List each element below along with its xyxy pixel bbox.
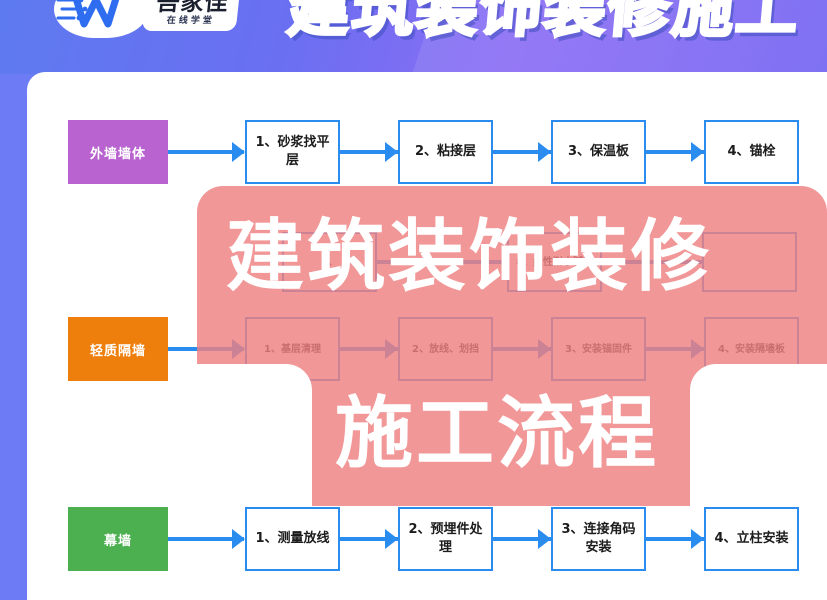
connector [493, 150, 551, 154]
overlay-title-line1: 建筑装饰装修 [226, 212, 713, 302]
connector [646, 537, 704, 541]
node-row1-step4[interactable]: 4、锚栓 [704, 120, 799, 184]
arrow-icon [691, 142, 704, 162]
category-light-partition[interactable]: 轻质隔墙 [68, 317, 168, 381]
node-row3-step1[interactable]: 1、测量放线 [245, 507, 340, 571]
arrow-icon [232, 529, 245, 549]
arrow-icon [538, 529, 551, 549]
arrow-icon [385, 529, 398, 549]
banner-headline: 建筑装饰装修施工 [283, 0, 804, 47]
node-row3-step3[interactable]: 3、连接角码安装 [551, 507, 646, 571]
overlay-title-line2: 施工流程 [335, 389, 660, 479]
connector [340, 537, 398, 541]
connector [168, 537, 244, 541]
arrow-icon [691, 529, 704, 549]
logo-brand-name: 吾家佳 [155, 0, 231, 16]
connector [340, 150, 398, 154]
node-row1-step1[interactable]: 1、砂浆找平层 [245, 120, 340, 184]
node-row3-step4[interactable]: 4、立柱安装 [704, 507, 799, 571]
arrow-icon [538, 142, 551, 162]
node-row1-step2[interactable]: 2、粘接层 [398, 120, 493, 184]
overlay-notch-left [197, 364, 312, 506]
logo-tagline: 在线学堂 [166, 16, 216, 27]
category-curtain-wall[interactable]: 幕墙 [68, 507, 168, 571]
arrow-icon [385, 142, 398, 162]
connector [493, 537, 551, 541]
w-letter-icon [56, 0, 120, 28]
logo-mark [50, 0, 152, 44]
connector [646, 150, 704, 154]
logo-wordmark: 吾家佳 在线学堂 [141, 0, 241, 32]
connector [168, 150, 244, 154]
arrow-icon [232, 142, 245, 162]
node-row1-step3[interactable]: 3、保温板 [551, 120, 646, 184]
category-exterior-wall[interactable]: 外墙墙体 [68, 120, 168, 184]
node-row3-step2[interactable]: 2、预埋件处理 [398, 507, 493, 571]
brand-logo[interactable]: 吾家佳 在线学堂 [50, 0, 280, 44]
overlay-notch-right [690, 364, 827, 506]
